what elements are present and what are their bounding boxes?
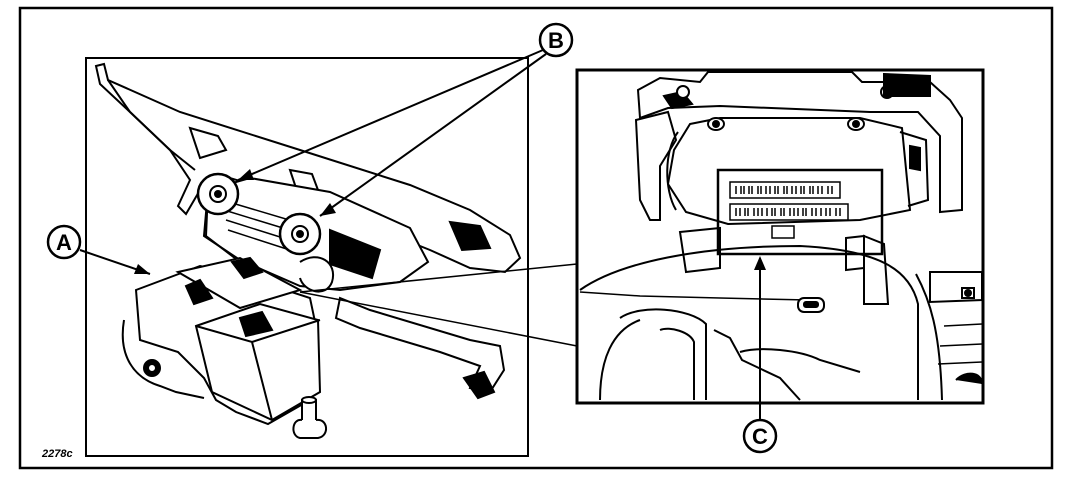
detail-inset	[575, 68, 985, 405]
callout-a-letter: A	[56, 230, 72, 255]
callout-c-circle	[742, 418, 778, 454]
callout-b-circle	[538, 22, 574, 58]
figure-id-label: 2278c	[41, 448, 73, 460]
callout-c-letter: C	[752, 424, 768, 449]
callout-b-arrowhead-2	[320, 203, 336, 216]
callout-b-arrowhead-1	[238, 169, 254, 180]
callout-b: B	[237, 22, 574, 217]
callout-c-arrowhead	[754, 256, 766, 270]
callout-a: A	[46, 224, 151, 275]
callout-b-leader-2	[319, 53, 547, 217]
detail-lock-mechanism	[579, 71, 983, 401]
callout-b-letter: B	[548, 28, 564, 53]
callout-a-arrowhead	[134, 264, 150, 274]
steering-column-housing	[196, 172, 430, 293]
zoom-connector	[299, 263, 578, 347]
dashboard-crossmember	[94, 62, 522, 400]
left-panel: A 2278c	[41, 57, 529, 460]
label-highlight-box	[716, 168, 884, 256]
steering-lock-assembly	[121, 256, 327, 439]
callout-c: C	[742, 256, 778, 454]
callout-b-leader-1	[237, 49, 544, 181]
callout-a-circle	[46, 224, 82, 260]
